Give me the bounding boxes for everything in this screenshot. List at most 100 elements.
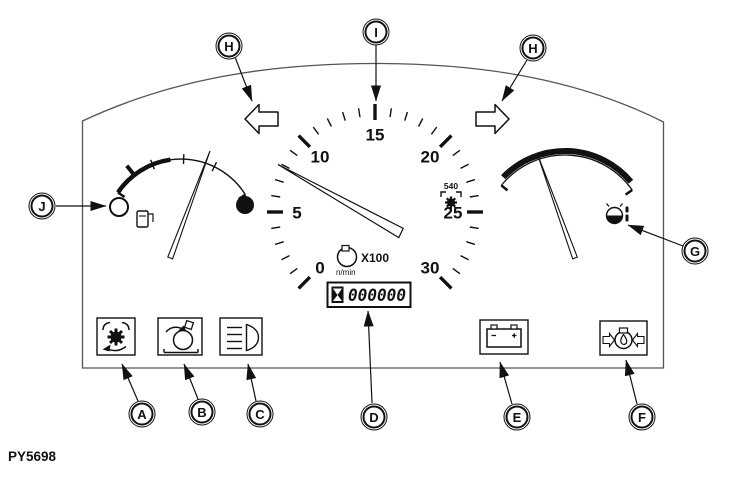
fuel-arc-ticks (150, 154, 218, 172)
battery-charge-icon (486, 324, 522, 348)
pto-speed-mark: 540 (440, 181, 462, 209)
indicator-box-b (157, 317, 203, 356)
tach-minor-tick (281, 163, 290, 170)
fuel-needle (167, 150, 211, 260)
callout-h-left-letter: H (224, 39, 233, 54)
tach-minor-tick (274, 241, 284, 246)
right-turn-arrow-icon (475, 103, 510, 135)
left-turn-arrow-icon (244, 103, 279, 135)
fuel-arc-heavy-tick (125, 164, 135, 175)
tach-minor-tick (466, 178, 476, 183)
tach-minor-tick (312, 126, 320, 135)
callout-c-letter: C (255, 407, 265, 422)
dial-label-5: 5 (292, 204, 301, 223)
tach-minor-tick (271, 226, 281, 230)
tach-major-tick (297, 134, 312, 149)
figure-caption: PY5698 (8, 449, 57, 464)
tach-tick-marks (267, 104, 483, 290)
unit-label: n/min (336, 268, 356, 277)
differential-lock-icon (163, 319, 199, 354)
callout-j: J (28, 192, 107, 220)
tach-minor-tick (271, 194, 281, 198)
tach-minor-tick (357, 108, 361, 118)
tach-minor-tick (469, 226, 479, 230)
tach-minor-tick (460, 254, 469, 261)
indicator-box-c (219, 317, 263, 356)
hour-meter: 000000 (326, 281, 412, 308)
tach-minor-tick (289, 149, 298, 157)
tach-minor-tick (466, 241, 476, 246)
oil-filter-icon (602, 327, 645, 350)
callout-j-letter: J (38, 199, 45, 214)
callout-h-right-letter: H (528, 41, 537, 56)
callout-b-letter: B (197, 405, 206, 420)
dial-label-15: 15 (366, 126, 385, 145)
fuel-gauge (109, 150, 254, 260)
rpm-multiplier: X100 n/min (336, 244, 389, 277)
pto-speed-label: 540 (444, 181, 458, 191)
tach-minor-tick (430, 126, 438, 135)
headlight-icon (227, 323, 260, 352)
tach-minor-tick (417, 118, 424, 127)
callout-a: A (121, 363, 156, 428)
tach-needle (277, 163, 404, 239)
callout-g-letter: G (690, 244, 700, 259)
tach-minor-tick (452, 149, 461, 157)
callout-e-letter: E (513, 410, 522, 425)
callout-d-letter: D (369, 410, 378, 425)
temperature-gauge (500, 147, 634, 260)
dial-label-20: 20 (421, 148, 440, 167)
engine-speed-icon-notch (341, 244, 350, 252)
callout-f-letter: F (638, 410, 646, 425)
tach-minor-tick (289, 267, 298, 275)
callout-a-letter: A (137, 407, 147, 422)
tach-major-tick (438, 134, 453, 149)
callout-h-right: H (501, 34, 547, 102)
fuel-pump-icon (136, 210, 154, 228)
tach-minor-tick (341, 111, 346, 121)
panel-outline (81, 62, 665, 369)
pto-gear-icon (445, 196, 457, 209)
callout-e: E (499, 361, 531, 431)
tach-minor-tick (281, 254, 290, 261)
tach-major-tick (297, 275, 312, 290)
hour-symbol-top (333, 288, 342, 295)
tach-minor-tick (404, 111, 409, 121)
indicator-box-f (599, 320, 648, 356)
callout-i-letter: I (374, 25, 378, 40)
indicator-box-a (96, 317, 136, 356)
dial-label-30: 30 (421, 259, 440, 278)
tach-minor-tick (389, 108, 393, 118)
callout-b: B (183, 363, 216, 426)
temp-arc-right-hook (624, 188, 633, 196)
callout-c: C (246, 363, 274, 428)
temp-arc-band (501, 147, 634, 184)
tach-minor-tick (469, 194, 479, 198)
pto-engaged-icon (102, 321, 130, 352)
multiplier-label: X100 (361, 251, 389, 265)
tach-minor-tick (460, 163, 469, 170)
fuel-arc-warning-band (116, 157, 171, 194)
callout-i: I (362, 18, 390, 102)
pto-bracket (440, 191, 462, 197)
hour-meter-value: 000000 (348, 286, 406, 306)
tachometer-dial: 0 5 10 15 20 25 30 X100 n/min 540 (267, 104, 483, 308)
fuel-empty-mark (109, 197, 129, 217)
callout-g: G (627, 224, 709, 265)
dial-label-10: 10 (311, 148, 330, 167)
temp-arc (500, 154, 633, 191)
tach-major-tick (438, 275, 453, 290)
tach-minor-tick (326, 118, 333, 127)
dial-label-0: 0 (315, 259, 324, 278)
callout-d: D (360, 310, 388, 431)
indicator-box-e (479, 319, 529, 355)
fuel-full-mark (236, 196, 254, 214)
fuel-arc (117, 158, 246, 196)
temp-arc-left-hook (500, 184, 509, 192)
callout-f: F (624, 359, 656, 431)
tach-minor-tick (452, 267, 461, 275)
temp-needle (536, 152, 579, 260)
hour-symbol-bottom (333, 295, 342, 301)
